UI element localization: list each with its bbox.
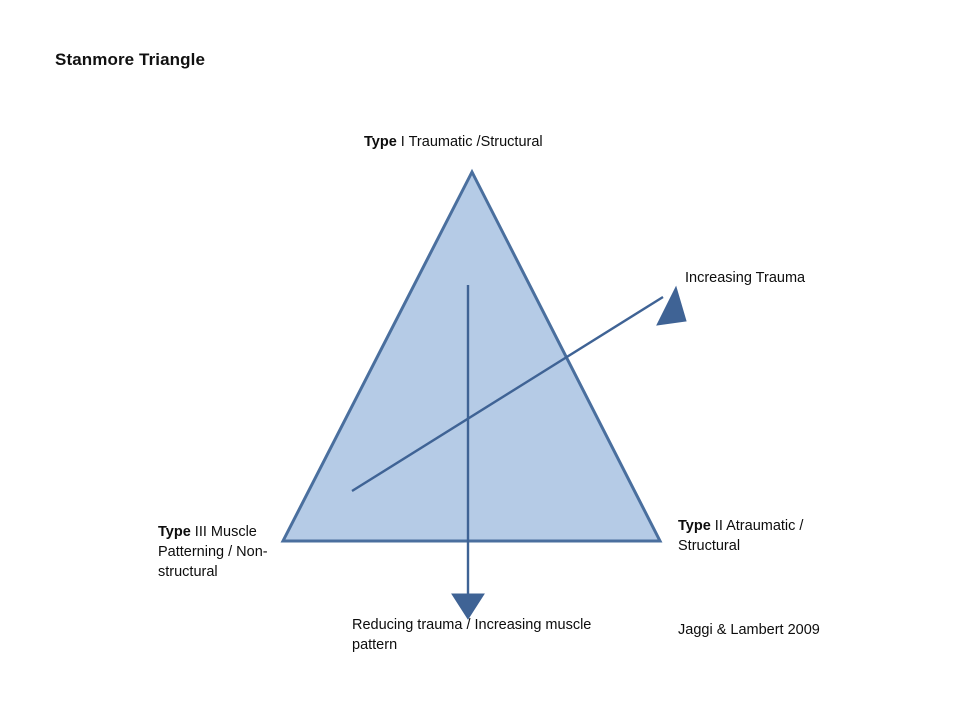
page-title: Stanmore Triangle [55,50,206,69]
increasing-trauma-arrow-shaft [351,295,664,493]
vertex-label-type-2-text: II Atraumatic / Structural [678,518,804,554]
vertex-label-type-2: Type II Atraumatic / Structural [678,516,853,556]
vertex-label-type-3-emphasis: Type [158,524,191,540]
reducing-trauma-arrowhead-icon [451,593,485,620]
vertex-label-type-2-emphasis: Type [678,518,711,534]
stanmore-triangle-shape [280,168,663,543]
vertex-label-type-3-text: III Muscle Patterning / Non-structural [158,524,268,580]
vertex-label-type-1-text: I Traumatic /Structural [396,134,543,150]
vertex-label-type-1-emphasis: Type [364,134,397,150]
vertex-label-type-1: Type I Traumatic /Structural [364,132,543,152]
attribution-text: Jaggi & Lambert 2009 [678,622,820,638]
vertex-label-type-3: Type III Muscle Patterning / Non-structu… [158,522,293,582]
increasing-trauma-arrowhead-icon [656,285,687,326]
arrow-label-reducing-trauma: Reducing trauma / Increasing muscle patt… [352,617,592,653]
arrow-label-increasing-trauma: Increasing Trauma [685,270,806,286]
